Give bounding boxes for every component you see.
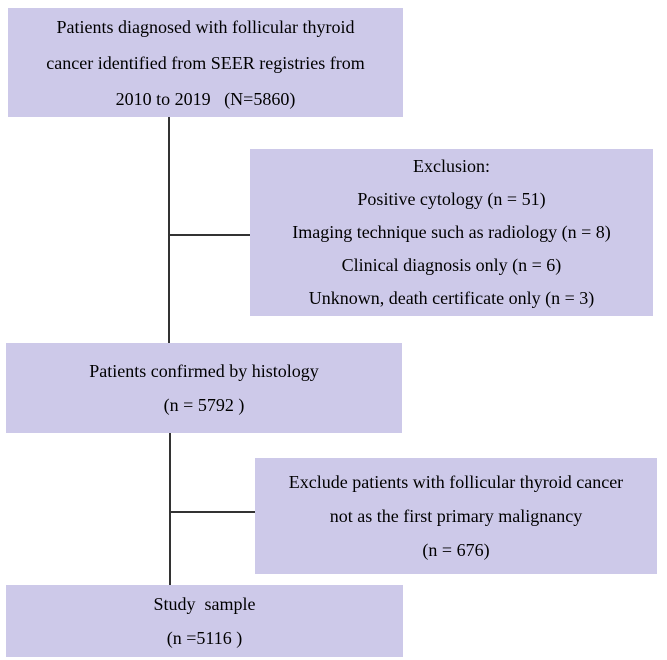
flow-box-exclusion-2: Exclude patients with follicular thyroid… <box>255 458 657 574</box>
connector-branch-exclusion-2 <box>169 511 257 513</box>
flow-box-study-sample-text: Study sample (n =5116 ) <box>153 594 256 648</box>
flow-box-study-sample: Study sample (n =5116 ) <box>6 585 403 657</box>
connector-branch-exclusion-1 <box>168 234 252 236</box>
connector-vertical-source-to-histology <box>168 117 170 343</box>
connector-vertical-histology-to-sample <box>169 433 171 585</box>
flow-box-exclusion-2-text: Exclude patients with follicular thyroid… <box>288 472 624 560</box>
flow-box-histology-confirmed-text: Patients confirmed by histology (n = 579… <box>89 361 319 415</box>
flow-box-seer-cohort: Patients diagnosed with follicular thyro… <box>8 8 403 117</box>
flow-box-seer-cohort-text: Patients diagnosed with follicular thyro… <box>46 16 365 109</box>
flow-box-exclusion-1-text: Exclusion: Positive cytology (n = 51) Im… <box>292 156 611 308</box>
flow-box-exclusion-1: Exclusion: Positive cytology (n = 51) Im… <box>250 149 653 316</box>
flow-box-histology-confirmed: Patients confirmed by histology (n = 579… <box>6 343 402 433</box>
